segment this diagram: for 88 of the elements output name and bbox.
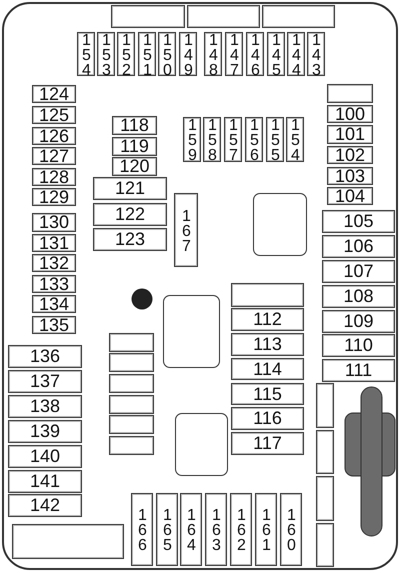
- empty-fuse-slot: [111, 5, 185, 28]
- fuse-slot: 119: [112, 137, 157, 156]
- fuse-slot: 114: [231, 358, 304, 380]
- fuse-slot: 110: [322, 334, 395, 357]
- empty-fuse-slot: [316, 383, 334, 428]
- fuse-slot: 128: [32, 168, 76, 186]
- fuse-slot: 103: [327, 167, 373, 185]
- relay-outline: [175, 413, 228, 476]
- fuse-slot: 108: [322, 285, 395, 308]
- fuse-slot: 120: [112, 157, 157, 176]
- fuse-slot: 153: [97, 32, 115, 76]
- fuse-slot: 106: [322, 235, 395, 258]
- fuse-slot: 156: [245, 117, 263, 162]
- empty-fuse-slot: [109, 436, 154, 455]
- fuse-slot: 143: [307, 32, 325, 76]
- empty-fuse-slot: [262, 5, 335, 28]
- fuse-slot: 102: [327, 146, 373, 164]
- fuse-slot: 126: [32, 127, 76, 145]
- fuse-slot: 101: [327, 125, 373, 144]
- fuse-slot: 150: [158, 32, 176, 76]
- fuse-slot: 121: [93, 177, 167, 200]
- fuse-slot: 163: [205, 493, 227, 566]
- fuse-slot: 100: [327, 105, 373, 123]
- fuse-slot: 118: [112, 116, 157, 135]
- fuse-slot: 159: [183, 117, 201, 162]
- fuse-slot: 167: [174, 193, 198, 267]
- fuse-slot: 152: [117, 32, 135, 76]
- fuse-slot: 141: [8, 470, 82, 493]
- empty-fuse-slot: [109, 395, 154, 414]
- fuse-slot: 123: [93, 228, 167, 251]
- relay-outline: [163, 295, 220, 368]
- fuse-slot: 140: [8, 445, 82, 468]
- fuse-slot: 131: [32, 234, 76, 252]
- fuse-slot: 105: [322, 210, 395, 233]
- fuse-slot: 145: [267, 32, 285, 76]
- fuse-slot: 154: [77, 32, 95, 76]
- fuse-slot: 148: [204, 32, 222, 76]
- fuse-slot: 157: [224, 117, 242, 162]
- fuse-slot: 138: [8, 395, 82, 418]
- fuse-slot: 104: [327, 187, 373, 205]
- fuse-slot: 130: [32, 213, 76, 232]
- fuse-slot: 127: [32, 147, 76, 165]
- fuse-slot: 109: [322, 310, 395, 333]
- fuse-slot: 139: [8, 420, 82, 443]
- fuse-slot: 136: [8, 345, 82, 368]
- empty-fuse-slot: [231, 283, 304, 307]
- empty-fuse-slot: [187, 5, 260, 28]
- fuse-slot: 161: [255, 493, 277, 566]
- empty-fuse-slot: [109, 333, 154, 352]
- fuse-slot: 111: [322, 359, 395, 382]
- fuse-slot: 160: [280, 493, 302, 566]
- fuse-slot: 151: [138, 32, 156, 76]
- fuse-slot: 134: [32, 295, 76, 313]
- fuse-slot: 155: [266, 117, 284, 162]
- fuse-slot: 132: [32, 254, 76, 272]
- fuse-slot: 115: [231, 383, 304, 405]
- fuse-slot: 107: [322, 260, 395, 283]
- fuse-slot: 137: [8, 370, 82, 393]
- fuse-slot: 149: [179, 32, 197, 76]
- empty-fuse-slot: [109, 415, 154, 434]
- empty-fuse-slot: [327, 84, 373, 103]
- fuse-slot: 166: [131, 493, 153, 566]
- fuse-slot: 124: [32, 85, 76, 103]
- fuse-slot: 113: [231, 333, 304, 356]
- fuse-slot: 162: [230, 493, 252, 566]
- fuse-slot: 129: [32, 188, 76, 206]
- empty-fuse-slot: [12, 524, 124, 559]
- fuse-slot: 133: [32, 275, 76, 293]
- fuse-slot: 116: [231, 407, 304, 430]
- empty-fuse-slot: [109, 374, 154, 393]
- fuse-slot: 117: [231, 432, 304, 455]
- fuse-slot: 135: [32, 316, 76, 334]
- empty-fuse-slot: [316, 430, 334, 474]
- fuse-slot: 142: [8, 494, 82, 517]
- fuse-slot: 125: [32, 106, 76, 124]
- fuse-slot: 122: [93, 203, 167, 226]
- fuse-slot: 154: [286, 117, 304, 162]
- fuse-slot: 164: [180, 493, 202, 566]
- relay-outline: [253, 193, 307, 256]
- fuse-slot: 165: [156, 493, 178, 566]
- fuse-slot: 146: [246, 32, 264, 76]
- fuse-slot: 112: [231, 308, 304, 331]
- fuse-slot: 147: [225, 32, 243, 76]
- fuse-slot: 144: [287, 32, 305, 76]
- fuse-slot: 158: [203, 117, 221, 162]
- empty-fuse-slot: [316, 476, 334, 521]
- empty-fuse-slot: [109, 353, 154, 372]
- empty-fuse-slot: [316, 523, 334, 567]
